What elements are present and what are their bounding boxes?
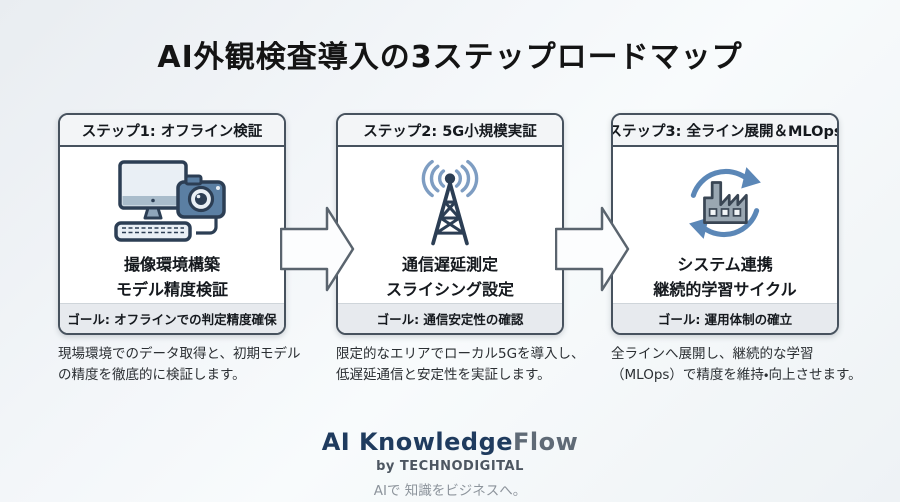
step-3-body: システム連携 継続的学習サイクル	[613, 147, 837, 303]
step-card-3: ステップ3: 全ライン展開＆MLOps システム連携 継続的	[611, 113, 839, 335]
monitor-camera-icon	[112, 155, 232, 251]
brand-tagline: AIで 知識をビジネスへ。	[373, 483, 527, 499]
step-1-label: 撮像環境構築 モデル精度検証	[116, 253, 228, 303]
step-1-goal: ゴール: オフラインでの判定精度確保	[60, 302, 284, 333]
page-title: AI外観検査導入の3ステップロードマップ	[157, 40, 743, 75]
step-3-description: 全ラインへ展開し、継続的な学習（MLOps）で精度を維持・向上させます。	[611, 346, 862, 383]
step-2-goal: ゴール: 通信安定性の確認	[338, 302, 562, 333]
step-card-1: ステップ1: オフライン検証	[58, 113, 286, 335]
step-1-description: 現場環境でのデータ取得と、初期モデルの精度を徹底的に検証します。	[58, 346, 301, 383]
step-card-2: ステップ2: 5G小規模実証 通信遅延測定 スライシング設定 ゴール:	[336, 113, 564, 335]
step-2-header: ステップ2: 5G小規模実証	[338, 115, 562, 148]
step-3-header: ステップ3: 全ライン展開＆MLOps	[613, 115, 837, 148]
step-2-description: 限定的なエリアでローカル5Gを導入し、低遅延通信と安定性を実証します。	[336, 346, 585, 383]
brand-name-primary: AI Knowledge	[321, 428, 514, 456]
radio-tower-icon	[400, 155, 500, 251]
brand-name-secondary: Flow	[513, 428, 579, 456]
step-2-body: 通信遅延測定 スライシング設定	[338, 147, 562, 303]
step-1-label-line2: モデル精度検証	[115, 279, 228, 299]
factory-cycle-icon	[674, 155, 776, 251]
step-1-body: 撮像環境構築 モデル精度検証	[60, 147, 284, 303]
arrow-step2-to-step3-icon	[555, 206, 630, 292]
step-3-label: システム連携 継続的学習サイクル	[653, 253, 796, 303]
step-1-header: ステップ1: オフライン検証	[60, 115, 284, 148]
footer-brand-block: AI KnowledgeFlow by TECHNODIGITAL AIで 知識…	[0, 428, 900, 499]
arrow-step1-to-step2-icon	[280, 206, 355, 292]
step-2-label-line2: スライシング設定	[385, 279, 514, 299]
brand-logo: AI KnowledgeFlow	[0, 428, 900, 456]
step-3-label-line1: システム連携	[677, 255, 773, 275]
step-1-label-line1: 撮像環境構築	[123, 255, 220, 275]
step-3-label-line2: 継続的学習サイクル	[653, 279, 797, 299]
step-2-label: 通信遅延測定 スライシング設定	[386, 253, 514, 303]
step-2-label-line1: 通信遅延測定	[401, 255, 498, 275]
step-3-goal: ゴール: 運用体制の確立	[613, 302, 837, 333]
brand-byline: by TECHNODIGITAL	[376, 459, 524, 474]
